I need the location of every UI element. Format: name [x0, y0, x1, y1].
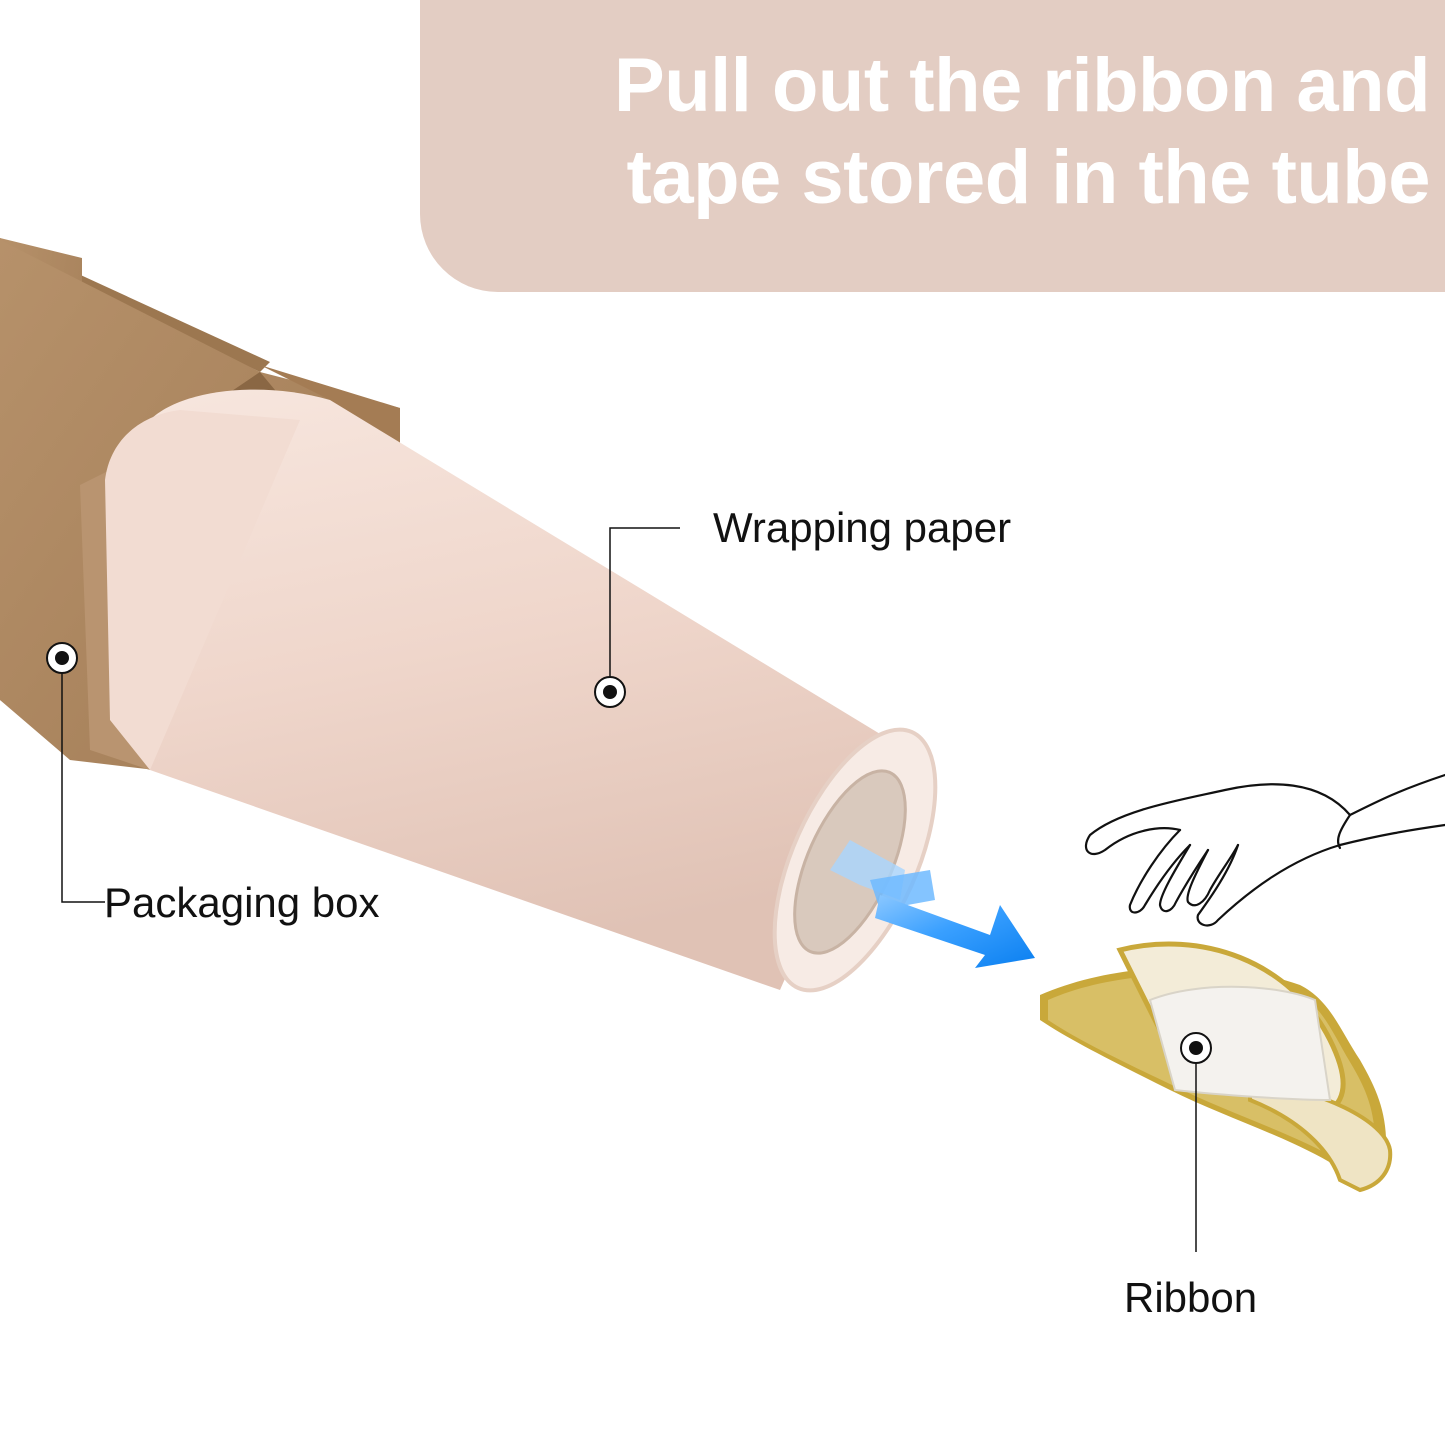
arrow-icon — [830, 840, 1035, 968]
headline-banner — [420, 0, 1445, 292]
hand-icon — [1084, 773, 1445, 927]
label-wrapping-paper: Wrapping paper — [713, 504, 1012, 551]
callout-packaging-box — [46, 642, 105, 903]
ribbon-bundle — [1040, 941, 1393, 1193]
callout-wrapping-paper — [594, 527, 680, 708]
callout-ribbon — [1180, 1032, 1212, 1252]
label-packaging-box: Packaging box — [104, 879, 380, 926]
headline-line-1: Pull out the ribbon and — [614, 43, 1430, 128]
headline-line-2: tape stored in the tube — [626, 135, 1431, 220]
label-ribbon: Ribbon — [1124, 1274, 1258, 1321]
headline: Pull out the ribbon and tape stored in t… — [440, 40, 1430, 224]
